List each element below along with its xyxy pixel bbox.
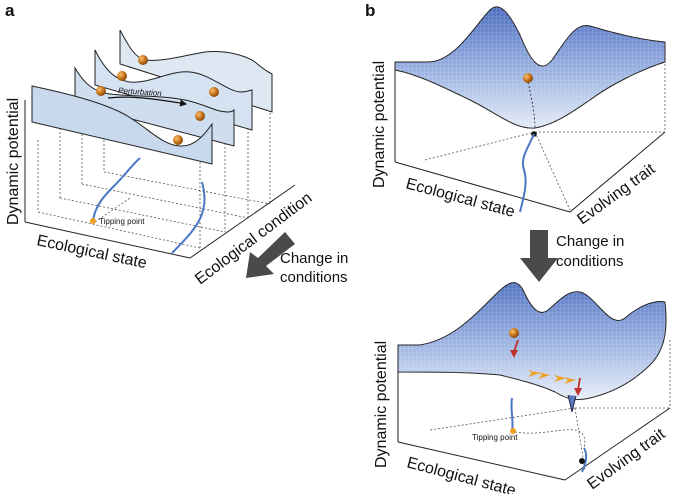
ball-sheet-4	[138, 55, 148, 65]
panel-a-axes	[24, 100, 296, 259]
curve-top	[519, 133, 535, 213]
panel-b-bottom-y-axis-label: Dynamic potential	[373, 341, 390, 468]
panel-b-letter: b	[365, 1, 375, 20]
panel-a-guides	[37, 100, 271, 249]
equilibrium-dot-bottom	[579, 458, 585, 464]
perturbation-label: Perturbation	[118, 86, 163, 98]
ball-sheet-1	[173, 135, 183, 145]
ball-sheet-3b	[209, 87, 219, 97]
panel-b-top-y-axis-label: Dynamic potential	[371, 61, 388, 188]
tipping-point-label-b: Tipping point	[472, 433, 518, 442]
bifurcation-curve-lower	[171, 181, 206, 254]
curve-bottom-lower	[581, 447, 588, 473]
tipping-point-label-a: Tipping point	[99, 217, 145, 226]
panel-a-arrow-caption-2: conditions	[280, 269, 348, 286]
ball-top	[523, 73, 533, 83]
landscape-top: Dynamic potential Ecological state Evolv…	[371, 6, 666, 228]
ball-sheet-2b	[195, 111, 205, 121]
panel-b-top-z-axis-label: Evolving trait	[574, 160, 659, 228]
tipping-point-dot-a	[90, 218, 96, 224]
change-arrow-a	[246, 232, 295, 278]
panel-a-y-axis-label: Dynamic potential	[5, 98, 22, 225]
bifurcation-curve-upper	[92, 157, 141, 222]
red-arrows	[510, 339, 582, 396]
panel-b-bottom-x-axis-label: Ecological state	[405, 454, 518, 494]
ball-bottom	[509, 328, 519, 338]
panel-b-arrow-caption-1: Change in	[556, 233, 624, 250]
sheet-1	[31, 85, 213, 165]
ball-sheet-3	[117, 71, 127, 81]
panel-b: b Dynamic potential Ec	[365, 1, 671, 494]
panel-a: a	[5, 1, 348, 288]
panel-a-arrow-caption-1: Change in	[280, 250, 348, 267]
curve-bottom-upper	[510, 397, 514, 433]
panel-b-top-x-axis-label: Ecological state	[404, 175, 517, 220]
landscape-bottom: Tipping point Dynamic potential Ecologic…	[373, 282, 671, 494]
panel-b-arrow-caption-2: conditions	[556, 253, 624, 270]
panel-a-letter: a	[5, 1, 15, 20]
tipping-point-dot-b	[510, 428, 516, 434]
change-arrow-b	[520, 230, 558, 282]
ball-sheet-2	[96, 86, 106, 96]
orange-arrows	[528, 370, 576, 384]
panel-a-x-axis-label: Ecological state	[35, 232, 148, 272]
perturbation-arrow	[107, 96, 188, 107]
panel-b-bottom-z-axis-label: Evolving trait	[584, 425, 669, 493]
